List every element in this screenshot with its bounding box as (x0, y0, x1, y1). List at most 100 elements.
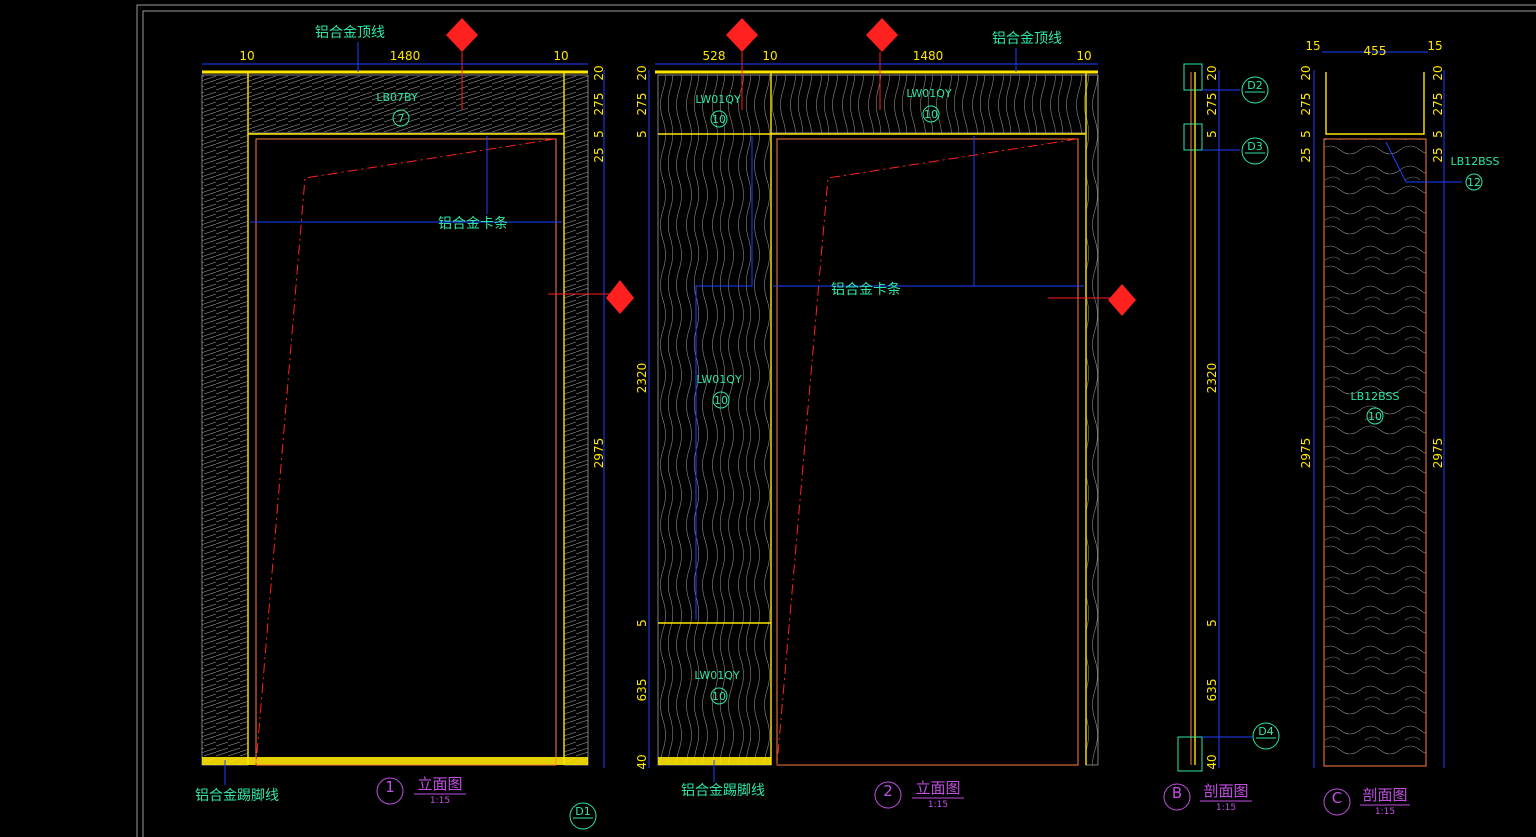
sectionb-detail-box-top (1183, 63, 1203, 91)
elev2-dim-left-6: 40 (635, 754, 649, 769)
sectionc-upper-material: LB12BSS (1451, 155, 1500, 168)
section-b: 20 275 5 2320 5 635 40 D2 D3 D4 B 剖面图 1:… (1163, 63, 1280, 813)
elev2-title-num: 2 (883, 782, 893, 800)
elev2-tag-0-material: LW01QY (695, 93, 741, 106)
sectionc-title-circle (1323, 788, 1351, 816)
section-marker-2-icon[interactable] (1108, 284, 1136, 316)
section-marker-top-2a-icon[interactable] (726, 18, 758, 52)
sectionb-title-letter: B (1172, 784, 1182, 802)
sectionc-title-letter: C (1332, 789, 1342, 807)
detail-d3-bubble[interactable] (1241, 137, 1269, 165)
detail-d4-label: D4 (1258, 725, 1273, 738)
sectionb-title: 剖面图 (1203, 782, 1248, 800)
sectionc-trim-channel (1325, 72, 1425, 135)
elev1-title-num: 1 (385, 778, 395, 796)
sectionc-title: 剖面图 (1362, 786, 1407, 804)
sectionc-dim-right-1: 275 (1431, 93, 1445, 116)
elev2-dim-left-1: 275 (635, 93, 649, 116)
elev1-material-circle (392, 109, 410, 127)
elev1-note-skirting: 铝合金踢脚线 (195, 788, 279, 804)
elev2-tag-2-material: LW01QY (696, 373, 742, 386)
sectionc-material-tag: LB12BSS (1351, 390, 1400, 403)
elev2-door-swing (776, 138, 1078, 766)
elev2-tag-0-num: 10 (712, 113, 726, 126)
detail-d1-label: D1 (575, 805, 590, 818)
elev2-tag-3-material: LW01QY (694, 669, 740, 682)
elev2-left-wood-panel (657, 74, 772, 766)
elev2-title: 立面图 (915, 779, 960, 797)
sectionc-dim-top-2: 15 (1427, 39, 1442, 53)
elev2-dim-left-3: 2320 (635, 363, 649, 394)
detail-d2-label: D2 (1247, 79, 1262, 92)
elev1-note-top-trim: 铝合金顶线 (315, 25, 385, 41)
elev1-dim-right-2: 5 (592, 130, 606, 138)
detail-d4-bubble[interactable] (1252, 722, 1280, 750)
sectionc-scale: 1:15 (1375, 807, 1395, 817)
elev1-dim-top-width: 1480 (390, 49, 421, 63)
elev2-door-leaf (776, 138, 1079, 766)
elev2-dim-left-0: 20 (635, 65, 649, 80)
sectionb-dim-3: 2320 (1205, 363, 1219, 394)
section-c: 15 455 15 20 275 5 25 2975 20 275 5 25 2… (1299, 39, 1500, 817)
detail-d1-bubble[interactable] (569, 802, 597, 830)
elev2-dim-left-4: 5 (635, 619, 649, 627)
sectionb-scale: 1:15 (1216, 803, 1236, 813)
elev2-title-circle (874, 781, 902, 809)
sectionc-dim-left-0: 20 (1299, 65, 1313, 80)
elev1-dim-top-left: 10 (239, 49, 254, 63)
section-marker-top-2b-icon[interactable] (866, 18, 898, 52)
elevation-2: 528 10 1480 10 20 275 5 2320 5 635 40 铝合… (635, 18, 1136, 810)
elev1-dim-right-1: 275 (592, 93, 606, 116)
sectionb-dim-0: 20 (1205, 65, 1219, 80)
sectionc-dim-right-2: 5 (1431, 130, 1445, 138)
sheet-border-inner (142, 10, 1536, 837)
sectionb-dim-2: 5 (1205, 130, 1219, 138)
elev1-dim-top-right: 10 (553, 49, 568, 63)
elev1-title-circle (376, 777, 404, 805)
elev2-note-skirting: 铝合金踢脚线 (681, 783, 765, 799)
elev1-dim-right-0: 20 (592, 65, 606, 80)
elev2-note-clip-strip: 铝合金卡条 (831, 281, 901, 298)
sectionc-upper-num: 12 (1467, 176, 1481, 189)
sectionc-dim-left-3: 25 (1299, 147, 1313, 162)
section-marker-top-1-icon[interactable] (446, 18, 478, 52)
elev1-left-stone-panel (201, 74, 249, 766)
elev2-scale: 1:15 (928, 800, 948, 810)
detail-d3-label: D3 (1247, 140, 1262, 153)
section-marker-1-icon[interactable] (606, 280, 634, 314)
sectionc-dim-top-1: 455 (1364, 44, 1387, 58)
elev2-note-top-trim: 铝合金顶线 (992, 31, 1062, 47)
elev2-tag-1-num: 10 (924, 108, 938, 121)
sectionc-dim-left-4: 2975 (1299, 438, 1313, 469)
sectionc-dim-right-4: 2975 (1431, 438, 1445, 469)
elev1-dim-right-3: 25 (592, 147, 606, 162)
elev2-header-panel (770, 74, 1087, 134)
sectionc-wood-panel (1323, 138, 1427, 767)
sectionb-detail-box-bottom (1177, 736, 1203, 772)
elev2-dim-top-1: 10 (762, 49, 777, 63)
elev2-tag-2-num: 10 (714, 394, 728, 407)
sectionc-dim-left-1: 275 (1299, 93, 1313, 116)
elev1-skirting (202, 757, 588, 765)
elev1-note-clip-strip: 铝合金卡条 (438, 215, 508, 232)
sectionc-dim-right-0: 20 (1431, 65, 1445, 80)
elev1-door-swing (255, 138, 556, 766)
elev2-tag-3-num: 10 (712, 690, 726, 703)
sectionb-detail-box-mid (1183, 123, 1203, 151)
elev2-dim-top-2: 1480 (913, 49, 944, 63)
elev1-material-num: 7 (398, 112, 405, 125)
elev2-dim-left-5: 635 (635, 679, 649, 702)
elev2-dim-left-2: 5 (635, 130, 649, 138)
sectionb-title-circle (1163, 783, 1191, 811)
sectionc-dim-left-2: 5 (1299, 130, 1313, 138)
elev2-dim-top-3: 10 (1076, 49, 1091, 63)
elev1-dim-right-4: 2975 (592, 438, 606, 469)
elev1-right-stone-panel (563, 74, 589, 766)
sectionc-dim-top-0: 15 (1305, 39, 1320, 53)
sheet-border-outer (136, 4, 1536, 837)
elev2-dim-top-0: 528 (703, 49, 726, 63)
sectionb-dim-6: 40 (1205, 754, 1219, 769)
detail-d2-bubble[interactable] (1241, 76, 1269, 104)
elev1-title: 立面图 (417, 775, 462, 793)
sectionb-dim-1: 275 (1205, 93, 1219, 116)
